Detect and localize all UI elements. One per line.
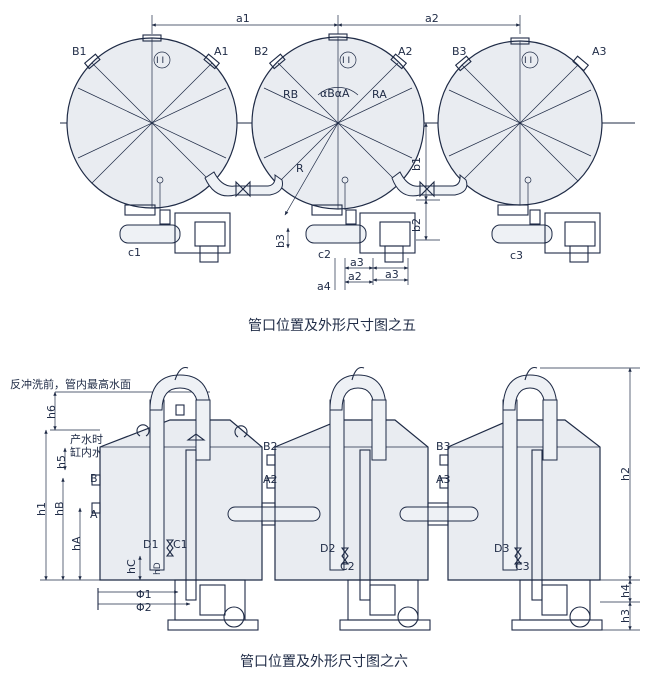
tank-1-plan: I I: [66, 34, 238, 210]
connecting-pipes-elevation: [227, 502, 479, 526]
figure-6-elevation-view: 反冲洗前，管内最高水面 产水时 缸内水位: [10, 366, 640, 670]
label-B: B: [90, 472, 98, 485]
dim-a2-small: a2: [348, 270, 362, 283]
tank-2-marker: I I: [342, 56, 350, 66]
tank-1-marker: I I: [156, 56, 164, 66]
dim-h6: h6: [45, 405, 58, 419]
dim-h1: h1: [35, 502, 48, 516]
label-RB: RB: [283, 88, 298, 101]
dim-hB: hB: [53, 501, 66, 516]
label-B2: B2: [254, 45, 269, 58]
tank-3-elevation: [439, 366, 603, 631]
tank-1-elevation: [91, 366, 263, 631]
bottom-assembly-2: [305, 204, 416, 263]
dim-h3: h3: [619, 609, 632, 623]
label-A1: A1: [214, 45, 229, 58]
figure-5-plan-view: a1 a2 I I B1 A1: [60, 12, 635, 334]
label-c2: c2: [318, 248, 331, 261]
label-C1: C1: [173, 538, 188, 551]
dim-a3-right: a3: [385, 268, 399, 281]
label-A3: A3: [436, 473, 451, 486]
label-A2: A2: [398, 45, 413, 58]
dim-hD: hD: [153, 562, 163, 575]
dim-phi2: Φ2: [136, 601, 152, 614]
label-C2: C2: [340, 560, 355, 573]
label-B2: B2: [263, 440, 278, 453]
tank-2-elevation: [266, 366, 431, 631]
dim-a1: a1: [236, 12, 250, 25]
label-RA: RA: [372, 88, 387, 101]
dim-a2: a2: [425, 12, 439, 25]
label-A: A: [90, 508, 98, 521]
dim-a3-left: a3: [350, 256, 364, 269]
label-R: R: [296, 162, 304, 175]
label-alpha: αBαA: [320, 87, 350, 100]
figure-5-caption: 管口位置及外形尺寸图之五: [248, 318, 416, 334]
bottom-assembly-1: [119, 204, 231, 263]
note-produce-water: 产水时: [70, 432, 103, 446]
label-B3: B3: [436, 440, 451, 453]
dim-phi1: Φ1: [136, 588, 152, 601]
label-A3: A3: [592, 45, 607, 58]
dim-b2: b2: [410, 218, 423, 232]
figure-6-caption: 管口位置及外形尺寸图之六: [240, 654, 408, 670]
tank-3-marker: I I: [524, 56, 532, 66]
label-D3: D3: [494, 542, 509, 555]
tank-3-plan: I I: [437, 37, 603, 210]
label-A2: A2: [263, 473, 278, 486]
label-B3: B3: [452, 45, 467, 58]
label-D1: D1: [143, 538, 158, 551]
dim-a4: a4: [317, 280, 331, 293]
dim-hA: hA: [70, 536, 83, 551]
dim-h5: h5: [55, 455, 68, 469]
label-c1: c1: [128, 246, 141, 259]
label-B1: B1: [72, 45, 87, 58]
label-c3: c3: [510, 249, 523, 262]
bottom-assembly-3: [491, 204, 601, 263]
dim-hC: hC: [125, 559, 138, 574]
note-backwash-water-level: 反冲洗前，管内最高水面: [10, 377, 131, 391]
dim-h2: h2: [619, 467, 632, 481]
dim-b1: b1: [410, 157, 423, 171]
dim-b3: b3: [274, 234, 287, 248]
label-C3: C3: [515, 560, 530, 573]
dim-h4: h4: [619, 584, 632, 598]
tank-2-plan: I I: [251, 33, 425, 216]
connecting-pipes-plan: [204, 171, 468, 198]
label-D2: D2: [320, 542, 335, 555]
